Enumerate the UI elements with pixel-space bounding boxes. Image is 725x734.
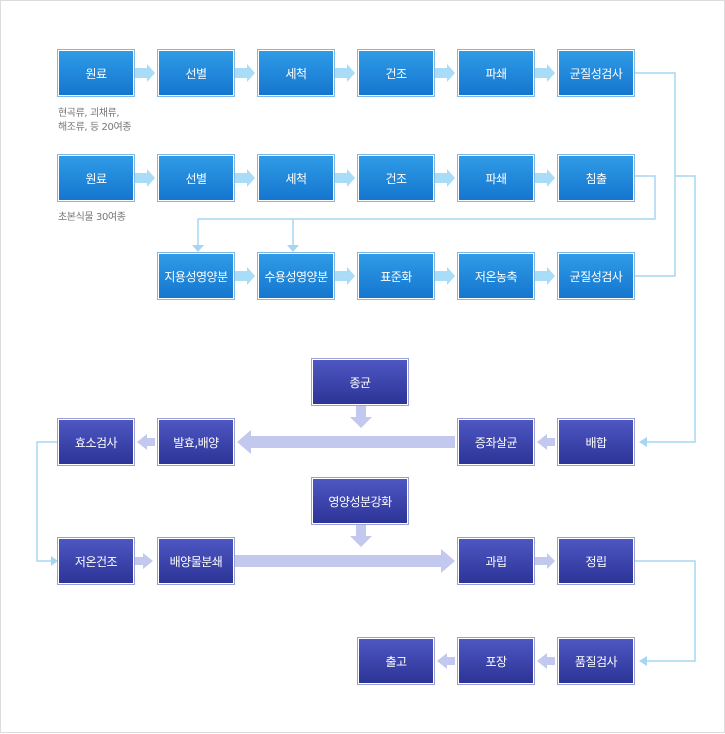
arrow-r3-1	[235, 267, 255, 285]
step-raw-material-1: 원료	[57, 49, 135, 97]
step-extraction: 침출	[557, 154, 635, 202]
step-steam-sterilize: 증좌살균	[457, 418, 535, 466]
arrowhead-qc	[639, 656, 647, 666]
arrow-r2-3	[335, 169, 355, 187]
arrow-r3-2	[335, 267, 355, 285]
step-crushing-2: 파쇄	[457, 154, 535, 202]
step-refine: 정립	[557, 537, 635, 585]
arrow-package-ship	[437, 653, 455, 669]
step-standardize: 표준화	[357, 252, 435, 300]
arrow-r1-1	[135, 64, 155, 82]
arrow-qc-package	[537, 653, 555, 669]
arrow-grind-granulate	[235, 549, 455, 573]
step-enzyme-test: 효소검사	[57, 418, 135, 466]
arrow-r2-5	[535, 169, 555, 187]
note-row1-line1: 현곡류, 괴채류,	[58, 108, 120, 119]
arrow-r1-5	[535, 64, 555, 82]
arrow-r1-3	[335, 64, 355, 82]
arrow-sterilize-ferment	[237, 430, 455, 454]
note-row1: 현곡류, 괴채류, 해조류, 등 20여종	[58, 107, 131, 135]
step-package: 포장	[457, 637, 535, 685]
arrowhead-r3-right	[287, 245, 299, 252]
step-blend: 배합	[557, 418, 635, 466]
arrow-r2-2	[235, 169, 255, 187]
step-water-soluble: 수용성영양분	[257, 252, 335, 300]
step-drying-1: 건조	[357, 49, 435, 97]
step-fat-soluble: 지용성영양분	[157, 252, 235, 300]
step-crushing-1: 파쇄	[457, 49, 535, 97]
step-ship: 출고	[357, 637, 435, 685]
arrow-r1-4	[435, 64, 455, 82]
step-culture-grind: 배양물분쇄	[157, 537, 235, 585]
step-low-temp-dry: 저온건조	[57, 537, 135, 585]
arrow-granulate-refine	[535, 553, 555, 569]
step-nutrient-enhance: 영양성분강화	[311, 477, 409, 525]
arrowhead-dry	[51, 556, 58, 566]
step-sorting-2: 선별	[157, 154, 235, 202]
connector-refine-qc	[635, 560, 696, 662]
step-drying-2: 건조	[357, 154, 435, 202]
step-quality-test: 품질검사	[557, 637, 635, 685]
step-washing-2: 세척	[257, 154, 335, 202]
step-fermentation: 발효,배양	[157, 418, 235, 466]
arrow-r2-4	[435, 169, 455, 187]
connector-extract	[197, 175, 656, 245]
arrow-r3-4	[535, 267, 555, 285]
arrow-dry-grind	[135, 553, 153, 569]
connector-r1-out	[635, 72, 676, 176]
arrow-ferment-enzyme	[137, 434, 155, 450]
arrow-blend-sterilize	[537, 434, 555, 450]
arrowhead-r3-left	[192, 245, 204, 252]
connector-enzyme-dry	[36, 441, 57, 562]
note-row1-line2: 해조류, 등 20여종	[58, 122, 132, 133]
step-homogeneity-test-1: 균질성검사	[557, 49, 635, 97]
connector-r3-out	[635, 175, 696, 443]
step-sorting-1: 선별	[157, 49, 235, 97]
step-raw-material-2: 원료	[57, 154, 135, 202]
arrow-r3-3	[435, 267, 455, 285]
arrow-nutrient-down	[350, 524, 372, 547]
step-homogeneity-test-2: 균질성검사	[557, 252, 635, 300]
note-row2: 초본식물 30여종	[58, 212, 126, 223]
step-granulate: 과립	[457, 537, 535, 585]
step-washing-1: 세척	[257, 49, 335, 97]
arrow-r1-2	[235, 64, 255, 82]
arrow-r2-1	[135, 169, 155, 187]
arrowhead-blend	[639, 437, 647, 447]
step-low-temp-concentrate: 저온농축	[457, 252, 535, 300]
step-starter-culture: 종균	[311, 358, 409, 406]
arrow-starter-down	[350, 405, 372, 428]
